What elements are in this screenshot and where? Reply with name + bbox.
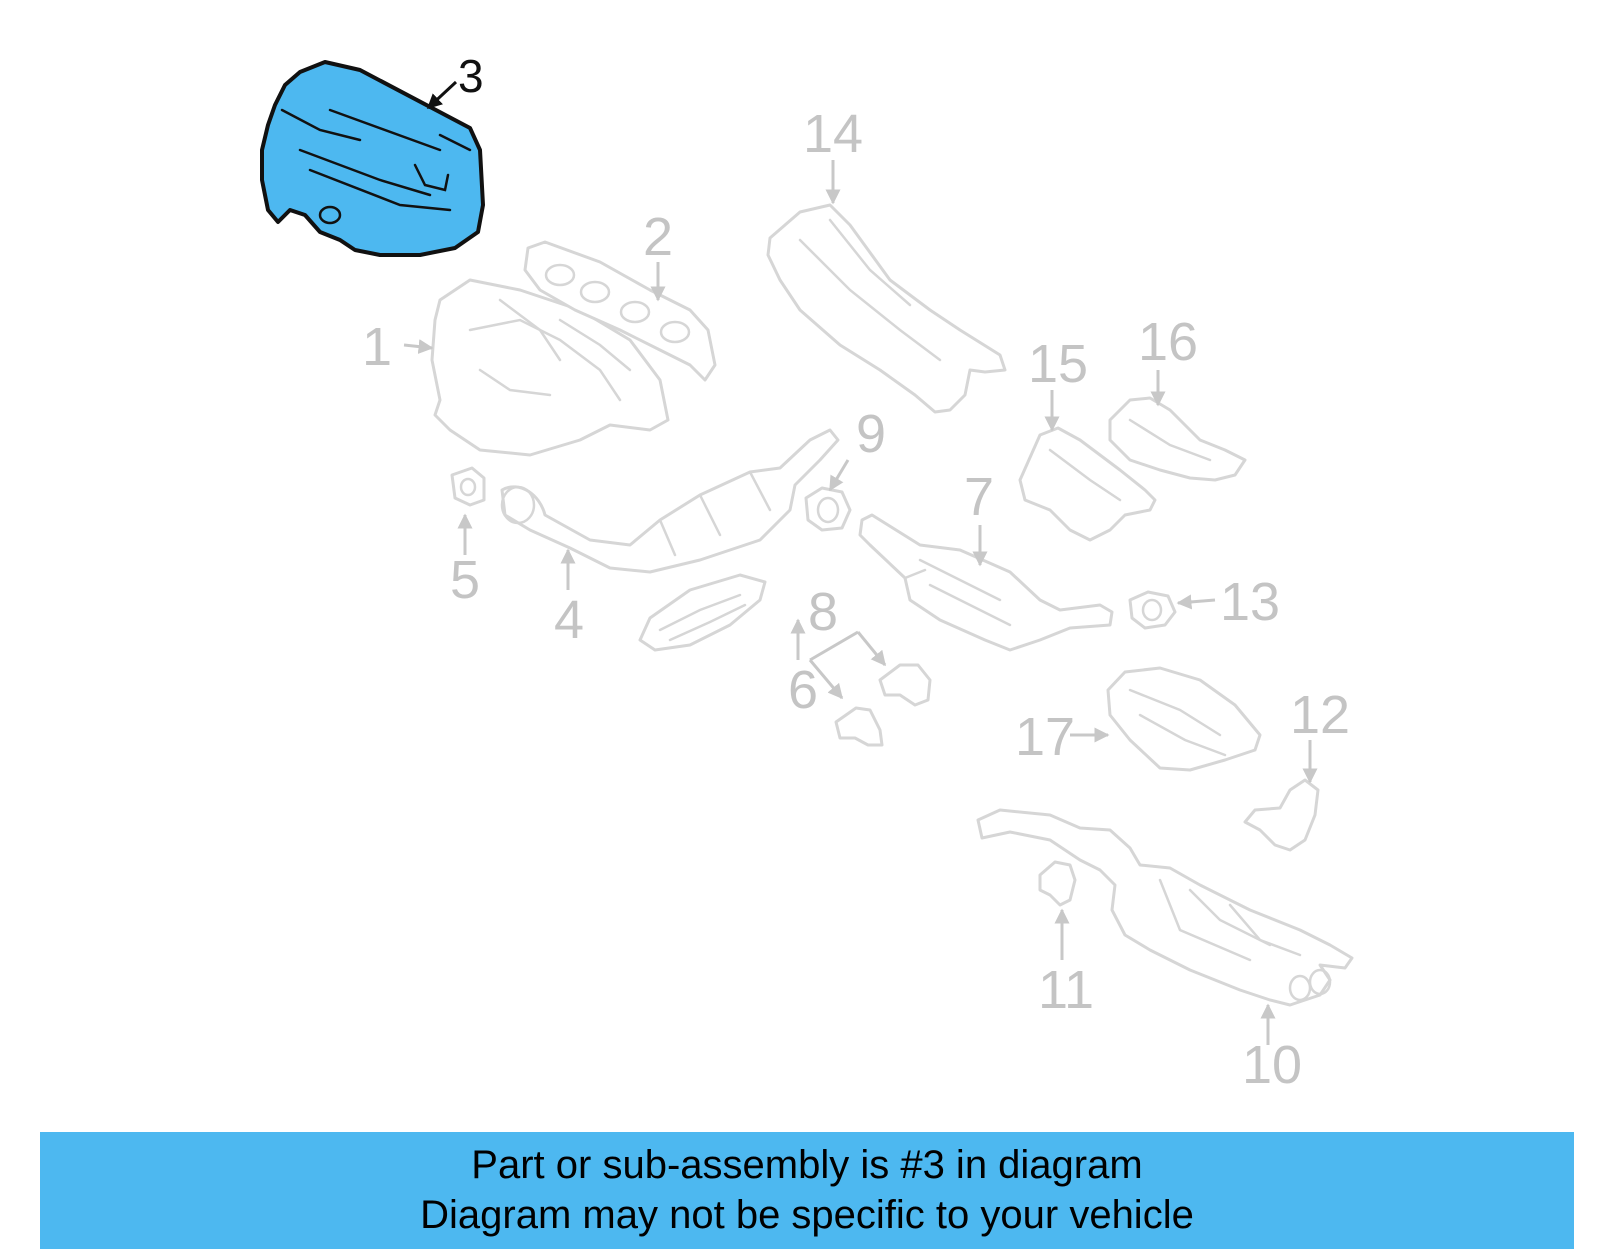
part-2-manifold-gasket <box>523 240 717 382</box>
callout-8-6-leaders <box>790 618 887 700</box>
callout-1-leader <box>403 339 434 355</box>
callout-6: 6 <box>788 660 818 720</box>
callout-10: 10 <box>1242 1035 1302 1095</box>
part-9-clamp <box>804 486 852 532</box>
part-12-bracket <box>1243 778 1320 852</box>
banner-part-text: Part or sub-assembly is #3 in diagram <box>471 1143 1143 1187</box>
part-8-hanger <box>878 663 932 707</box>
callout-11: 11 <box>1038 960 1094 1020</box>
callout-5: 5 <box>450 550 480 610</box>
part-17-heat-shield <box>1106 666 1262 772</box>
callout-14: 14 <box>803 104 863 164</box>
part-lower-heat-shield <box>638 573 767 652</box>
info-banner: Part or sub-assembly is #3 in diagram Di… <box>40 1132 1574 1249</box>
callout-2: 2 <box>643 207 673 267</box>
part-13-clamp <box>1128 590 1177 630</box>
callout-3-leader <box>426 80 458 110</box>
part-6-hanger <box>834 706 884 747</box>
part-7-center-pipe <box>858 513 1114 652</box>
callout-15: 15 <box>1028 334 1088 394</box>
callout-4: 4 <box>554 590 584 650</box>
callout-3: 3 <box>458 50 484 102</box>
part-3-heat-shield[interactable] <box>260 60 485 257</box>
callout-13: 13 <box>1220 572 1280 632</box>
part-15-heat-shield <box>1018 426 1157 542</box>
banner-disclaimer-text: Diagram may not be specific to your vehi… <box>420 1193 1194 1237</box>
callout-13-leader <box>1176 594 1216 610</box>
part-4-front-pipe-converter <box>500 428 840 574</box>
part-5-gasket <box>450 466 486 507</box>
callout-12: 12 <box>1290 685 1350 745</box>
callout-9-leader <box>828 459 850 492</box>
part-14-heat-shield <box>766 203 1007 414</box>
callout-1: 1 <box>362 317 392 377</box>
callout-9: 9 <box>856 404 886 464</box>
part-1-exhaust-manifold <box>430 278 670 457</box>
part-16-heat-shield <box>1108 396 1247 482</box>
callout-17: 17 <box>1015 707 1075 767</box>
callout-7: 7 <box>964 467 994 527</box>
part-11-hanger <box>1038 860 1077 907</box>
callout-8: 8 <box>808 582 838 642</box>
callout-16: 16 <box>1138 312 1198 372</box>
part-10-muffler <box>976 808 1354 1007</box>
